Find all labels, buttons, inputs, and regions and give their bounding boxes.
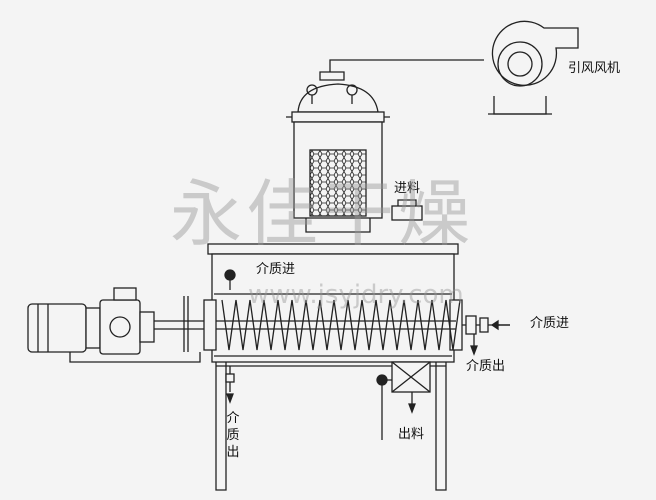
right-medium-valves: [462, 315, 510, 356]
exhaust-duct: [329, 59, 484, 72]
medium-inlet-top: [224, 269, 236, 290]
screw-flights: [216, 299, 461, 351]
medium-outlet-right-label: 介质出: [466, 359, 506, 374]
dust-filter: [286, 83, 390, 233]
screw-flight-path: [221, 299, 461, 351]
discharge-valve: [376, 361, 431, 440]
medium-inlet-right-label: 介质进: [530, 316, 570, 331]
trough-body: [203, 243, 463, 363]
exhaust-flange: [319, 71, 345, 81]
feed-inlet-label: 进料: [394, 181, 421, 196]
induced-draft-fan: [488, 20, 579, 115]
medium-inlet-top-label: 介质进: [256, 262, 296, 277]
brand-watermark: 永佳干燥: [170, 172, 475, 256]
site-watermark: www.jsyjdry.com: [248, 280, 464, 310]
drive-unit: [27, 287, 204, 363]
bottom-medium-outlet: [225, 366, 235, 404]
medium-outlet-bottom-label: 介质出: [226, 411, 240, 460]
discharge-label: 出料: [398, 427, 425, 442]
feed-inlet: [391, 199, 423, 221]
fan-label: 引风风机: [568, 61, 621, 76]
